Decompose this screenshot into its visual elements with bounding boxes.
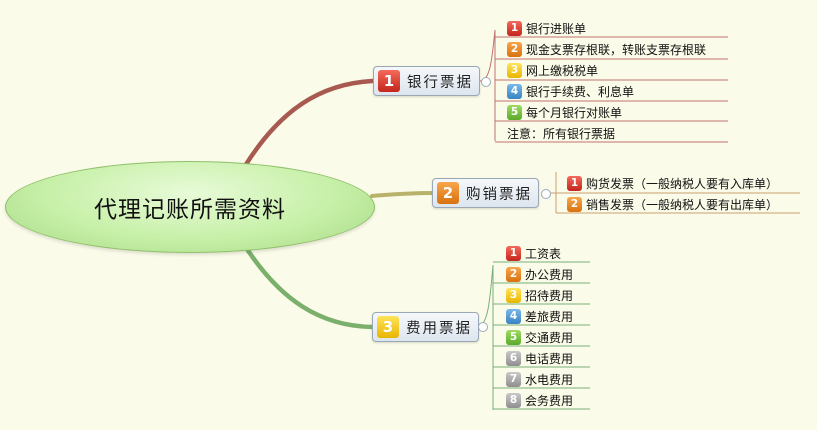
root-label: 代理记账所需资料 [94,197,286,223]
bank-leaf-lines [479,29,728,143]
priority-4-icon: 4 [507,83,522,99]
priority-5-icon: 5 [507,104,522,120]
leaf-item[interactable]: 7 水电费用 [506,370,573,388]
topic-label: 购销票据 [466,186,532,203]
priority-2-icon: 2 [567,196,582,212]
connector-expense [242,243,375,330]
priority-2-icon: 2 [506,266,521,282]
priority-1-icon: 1 [506,245,521,261]
leaf-text: 销售发票（一般纳税人要有出库单） [586,197,779,212]
collapse-toggle-icon[interactable] [481,77,491,87]
priority-1-icon: 1 [378,70,400,92]
leaf-text: 网上缴税税单 [526,63,599,78]
topic-label: 银行票据 [407,74,473,91]
leaf-item[interactable]: 8 会务费用 [506,391,573,409]
leaf-item[interactable]: 5 交通费用 [506,328,573,346]
leaf-item[interactable]: 2 现金支票存根联，转账支票存根联 [507,40,706,58]
priority-3-icon: 3 [507,62,522,78]
leaf-text: 水电费用 [525,372,574,387]
priority-8-icon: 8 [506,392,521,408]
priority-7-icon: 7 [506,371,521,387]
priority-3-icon: 3 [377,316,399,338]
leaf-text: 银行进账单 [526,21,587,36]
leaf-text: 办公费用 [525,267,574,282]
priority-4-icon: 4 [506,308,521,324]
leaf-item[interactable]: 4 银行手续费、利息单 [507,82,634,100]
leaf-item[interactable]: 2 销售发票（一般纳税人要有出库单） [567,195,778,213]
leaf-text: 现金支票存根联，转账支票存根联 [526,42,707,57]
leaf-text: 每个月银行对账单 [526,105,623,120]
leaf-text: 电话费用 [525,351,574,366]
topic-sales-receipts[interactable]: 2 购销票据 [432,178,539,208]
priority-1-icon: 1 [507,20,522,36]
leaf-note[interactable]: 注意：所有银行票据 [507,124,615,142]
connector-bank [242,78,375,169]
topic-label: 费用票据 [406,320,472,337]
priority-6-icon: 6 [506,350,521,366]
leaf-text: 交通费用 [525,330,574,345]
priority-1-icon: 1 [567,175,582,191]
leaf-item[interactable]: 4 差旅费用 [506,307,573,325]
leaf-item[interactable]: 2 办公费用 [506,265,573,283]
priority-2-icon: 2 [437,182,459,204]
leaf-text: 注意：所有银行票据 [507,126,616,141]
leaf-item[interactable]: 1 工资表 [506,244,561,262]
collapse-toggle-icon[interactable] [478,322,488,332]
leaf-item[interactable]: 1 购货发票（一般纳税人要有入库单） [567,174,778,192]
leaf-text: 购货发票（一般纳税人要有入库单） [586,176,779,191]
leaf-text: 银行手续费、利息单 [526,84,635,99]
leaf-item[interactable]: 5 每个月银行对账单 [507,103,622,121]
leaf-text: 会务费用 [525,393,574,408]
leaf-item[interactable]: 1 银行进账单 [507,19,586,37]
leaf-item[interactable]: 6 电话费用 [506,349,573,367]
priority-5-icon: 5 [506,329,521,345]
connector-sales [370,191,434,198]
topic-bank-receipts[interactable]: 1 银行票据 [373,66,480,96]
leaf-item[interactable]: 3 网上缴税税单 [507,61,598,79]
leaf-text: 招待费用 [525,288,574,303]
leaf-text: 差旅费用 [525,309,574,324]
priority-3-icon: 3 [506,287,521,303]
leaf-text: 工资表 [525,246,562,261]
priority-2-icon: 2 [507,41,522,57]
leaf-item[interactable]: 3 招待费用 [506,286,573,304]
collapse-toggle-icon[interactable] [541,189,551,199]
topic-expense-receipts[interactable]: 3 费用票据 [372,312,479,342]
root-topic[interactable]: 代理记账所需资料 [5,161,375,253]
